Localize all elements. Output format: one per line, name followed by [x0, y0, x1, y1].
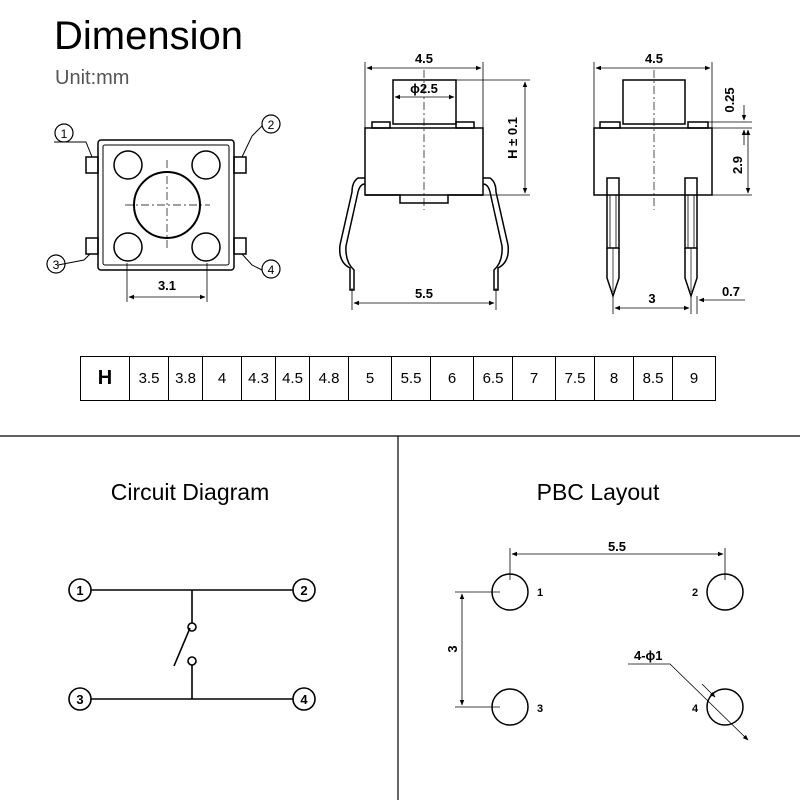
table-cell: 8.5 — [633, 356, 673, 401]
front-view-drawing — [338, 62, 530, 310]
pad-label-3: 3 — [537, 703, 543, 715]
pad-label-1: 1 — [537, 587, 543, 599]
pad-label-4: 4 — [692, 703, 699, 715]
dim-front-width: 4.5 — [415, 51, 433, 66]
dim-actuator-diameter: ϕ2.5 — [410, 81, 438, 96]
table-cell: 7.5 — [555, 356, 595, 401]
circuit-schematic — [68, 578, 316, 711]
dim-side-width: 4.5 — [645, 51, 663, 66]
terminal-label-2: 2 — [300, 583, 307, 598]
pcb-layout-drawing — [455, 548, 749, 741]
dim-height: H ± 0.1 — [505, 117, 520, 159]
table-cell: 4.3 — [241, 356, 276, 401]
terminal-label-1: 1 — [76, 583, 83, 598]
table-header-cell: H — [80, 356, 130, 401]
dim-pin-spacing: 3.1 — [158, 278, 176, 293]
table-cell: 4.8 — [309, 356, 349, 401]
pcb-hole-spec: 4-ϕ1 — [634, 648, 663, 663]
page-title: Dimension — [54, 14, 243, 58]
pad-label-2: 2 — [692, 587, 698, 599]
table-cell: 6 — [430, 356, 474, 401]
table-cell: 4.5 — [275, 356, 310, 401]
table-cell: 3.8 — [168, 356, 203, 401]
table-cell: 5 — [348, 356, 392, 401]
table-cell: 7 — [512, 356, 556, 401]
terminal-label-3: 3 — [76, 692, 83, 707]
pin-label-3: 3 — [53, 258, 60, 272]
dim-lead-spacing: 3 — [648, 291, 655, 306]
dim-body-height: 2.9 — [730, 156, 745, 174]
dim-lead-span: 5.5 — [415, 286, 433, 301]
unit-label: Unit:mm — [55, 67, 130, 89]
table-row: H 3.5 3.8 4 4.3 4.5 4.8 5 5.5 6 6.5 7 7.… — [80, 356, 716, 401]
table-cell: 8 — [594, 356, 634, 401]
pcb-dim-vertical: 3 — [445, 645, 460, 652]
side-view-drawing — [593, 62, 752, 314]
pin-label-2: 2 — [268, 118, 275, 132]
dim-top-offset: 0.25 — [722, 87, 737, 112]
pcb-dim-horizontal: 5.5 — [608, 539, 626, 554]
terminal-label-4: 4 — [300, 692, 308, 707]
circuit-title: Circuit Diagram — [111, 479, 269, 505]
pin-label-1: 1 — [61, 127, 68, 141]
table-cell: 3.5 — [129, 356, 169, 401]
top-view-drawing — [46, 114, 281, 302]
table-cell: 5.5 — [391, 356, 431, 401]
height-options-table: H 3.5 3.8 4 4.3 4.5 4.8 5 5.5 6 6.5 7 7.… — [80, 356, 716, 401]
pin-label-4: 4 — [268, 263, 275, 277]
table-cell: 4 — [202, 356, 242, 401]
table-cell: 6.5 — [473, 356, 513, 401]
dim-lead-width: 0.7 — [722, 284, 740, 299]
pcb-title: PBC Layout — [537, 479, 660, 505]
table-cell: 9 — [672, 356, 716, 401]
